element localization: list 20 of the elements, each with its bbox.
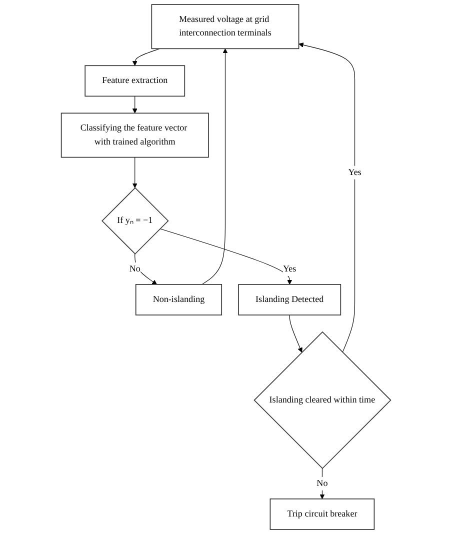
arrow (160, 228, 292, 285)
edge-label: Yes (348, 167, 362, 178)
node-diamond: Islanding cleared within time (254, 331, 392, 469)
node-box: Measured voltage at grid interconnection terminals (151, 4, 300, 50)
node-box: Classifying the feature vector with trained algorithm (60, 112, 209, 158)
node-box: Feature extraction (84, 65, 186, 97)
arrow (202, 48, 228, 285)
node-box: Islanding Detected (238, 284, 342, 316)
arrow (289, 314, 302, 353)
arrow (298, 42, 356, 353)
node-box: Trip circuit breaker (270, 498, 375, 530)
arrow (132, 157, 138, 188)
arrow (132, 48, 160, 66)
arrow (132, 96, 138, 114)
node-diamond: If yₙ = −1 (102, 187, 169, 254)
edge-label: Yes (283, 264, 296, 274)
edge-label: No (129, 264, 140, 274)
node-box: Non-islanding (135, 284, 222, 316)
edge-label: No (316, 478, 328, 488)
arrow (134, 254, 158, 285)
